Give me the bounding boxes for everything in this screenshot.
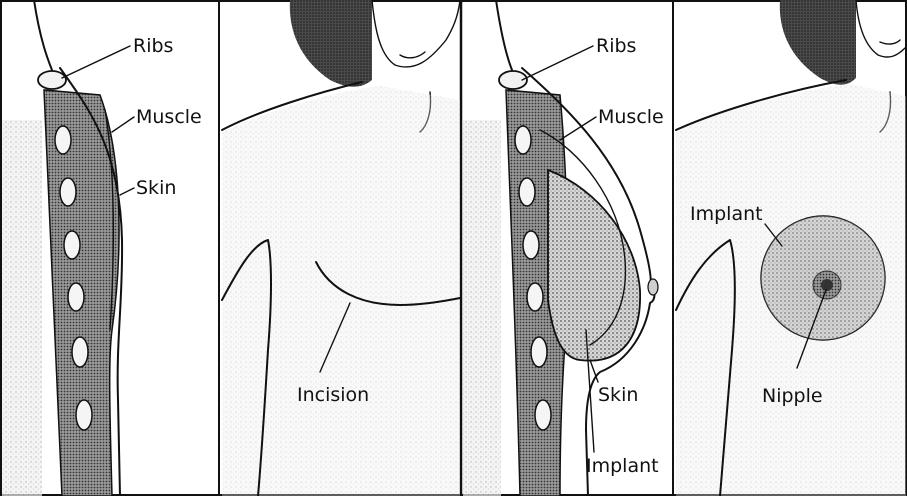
label-skin-1: Skin — [136, 177, 176, 199]
label-muscle-1: Muscle — [136, 106, 202, 128]
rib-top — [38, 71, 66, 89]
panel-front-incision: Incision — [222, 0, 460, 496]
label-ribs-2: Ribs — [596, 35, 636, 57]
label-implant-front: Implant — [690, 203, 763, 225]
hair-2 — [780, 0, 856, 85]
hair — [290, 0, 372, 87]
label-incision: Incision — [297, 384, 369, 406]
panel-front-implant: Implant Nipple — [676, 0, 906, 496]
label-ribs-1: Ribs — [133, 35, 173, 57]
label-muscle-2: Muscle — [598, 106, 664, 128]
label-nipple: Nipple — [762, 385, 823, 407]
leader-skin-1 — [120, 188, 134, 195]
leader-ribs-1 — [62, 46, 130, 78]
label-implant-side: Implant — [586, 455, 659, 477]
leader-muscle-1 — [112, 117, 134, 132]
implant-side — [548, 170, 640, 361]
leader-ribs-2 — [522, 46, 593, 80]
panel-side-after: Ribs Muscle Skin Implant — [463, 0, 664, 496]
panel-side-before: Ribs Muscle Skin — [2, 0, 202, 496]
nipple-side — [648, 279, 658, 295]
label-skin-2: Skin — [598, 384, 638, 406]
